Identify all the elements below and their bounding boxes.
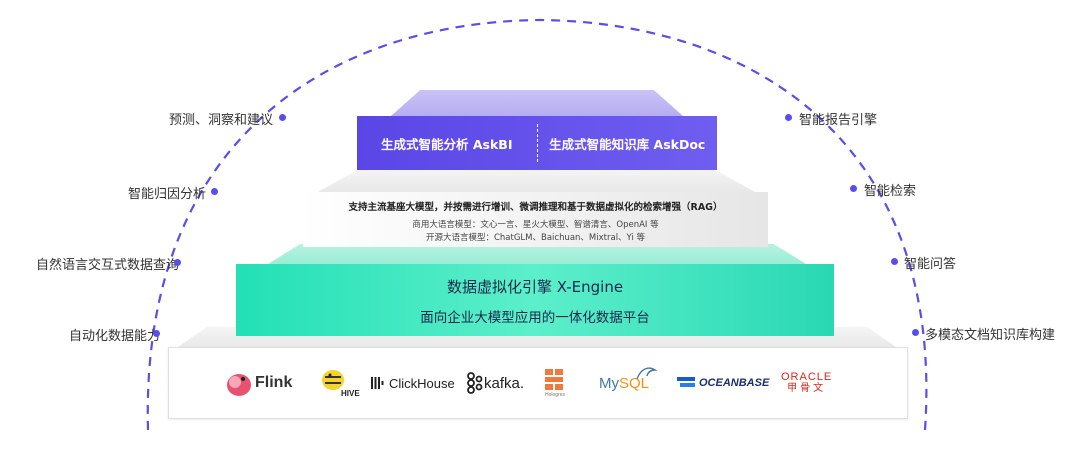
flink-logo: Flink <box>224 348 292 418</box>
bee-icon <box>322 370 344 390</box>
capability-qa: 智能问答 <box>904 257 957 272</box>
askdoc-label: 生成式智能知识库 AskDoc <box>549 136 706 152</box>
clickhouse-logo: ClickHouse <box>371 348 455 418</box>
engine-subtitle: 面向企业大模型应用的一体化数据平台 <box>420 310 650 326</box>
capability-report-engine: 智能报告引擎 <box>799 113 878 128</box>
oceanbase-icon <box>677 377 695 387</box>
llm-layer: 支持主流基座大模型，并按需进行增训、微调推理和基于数据虚拟化的检索增强（RAG）… <box>303 192 768 247</box>
capability-prediction: 预测、洞察和建议 <box>168 113 273 128</box>
mysql-logo: My SQL <box>599 348 671 418</box>
hologres-logo: Hologres <box>545 348 565 418</box>
capability-dot <box>174 259 181 266</box>
capability-doc-kb: 多模态文档知识库构建 <box>925 328 1056 343</box>
oracle-logo: ORACLE 甲骨文 <box>781 371 833 394</box>
oceanbase-logo: OCEANBASE <box>677 348 769 418</box>
hologres-icon <box>545 368 563 390</box>
engine-layer-top <box>268 244 806 264</box>
capability-dot <box>211 188 218 195</box>
capability-nl-query: 自然语言交互式数据查询 <box>35 258 179 273</box>
dolphin-icon <box>636 367 658 380</box>
capability-dot <box>279 114 286 121</box>
capability-attribution: 智能归因分析 <box>127 187 206 202</box>
capability-dot <box>850 185 857 192</box>
engine-layer: 数据虚拟化引擎 X-Engine 面向企业大模型应用的一体化数据平台 <box>236 264 834 336</box>
hive-logo: HIVE <box>317 348 372 418</box>
capability-automation: 自动化数据能力 <box>68 329 160 344</box>
capability-dot <box>912 329 919 336</box>
llm-commercial: 商用大语言模型：文心一言、星火大模型、智谱清言、OpenAI 等 <box>412 220 659 230</box>
app-layer-top <box>391 90 683 116</box>
app-layer: 生成式智能分析 AskBI 生成式智能知识库 AskDoc <box>357 116 717 170</box>
data-sources-layer: Flink HIVE ClickHouse kafka. <box>168 347 908 419</box>
askbi-label: 生成式智能分析 AskBI <box>381 136 513 152</box>
kafka-logo: kafka. <box>465 348 524 418</box>
llm-layer-top <box>318 170 755 192</box>
capability-dot <box>153 330 160 337</box>
clickhouse-bars-icon <box>371 377 384 389</box>
capability-search: 智能检索 <box>864 184 917 199</box>
llm-opensource: 开源大语言模型：ChatGLM、Baichuan、Mixtral、Yi 等 <box>425 233 646 243</box>
capability-dot <box>891 258 898 265</box>
layer-divider <box>536 124 538 162</box>
squirrel-icon <box>227 374 251 396</box>
capability-dot <box>785 114 792 121</box>
engine-title: 数据虚拟化引擎 X-Engine <box>446 278 624 296</box>
llm-title: 支持主流基座大模型，并按需进行增训、微调推理和基于数据虚拟化的检索增强（RAG） <box>348 202 723 213</box>
kafka-nodes-icon <box>467 372 483 394</box>
